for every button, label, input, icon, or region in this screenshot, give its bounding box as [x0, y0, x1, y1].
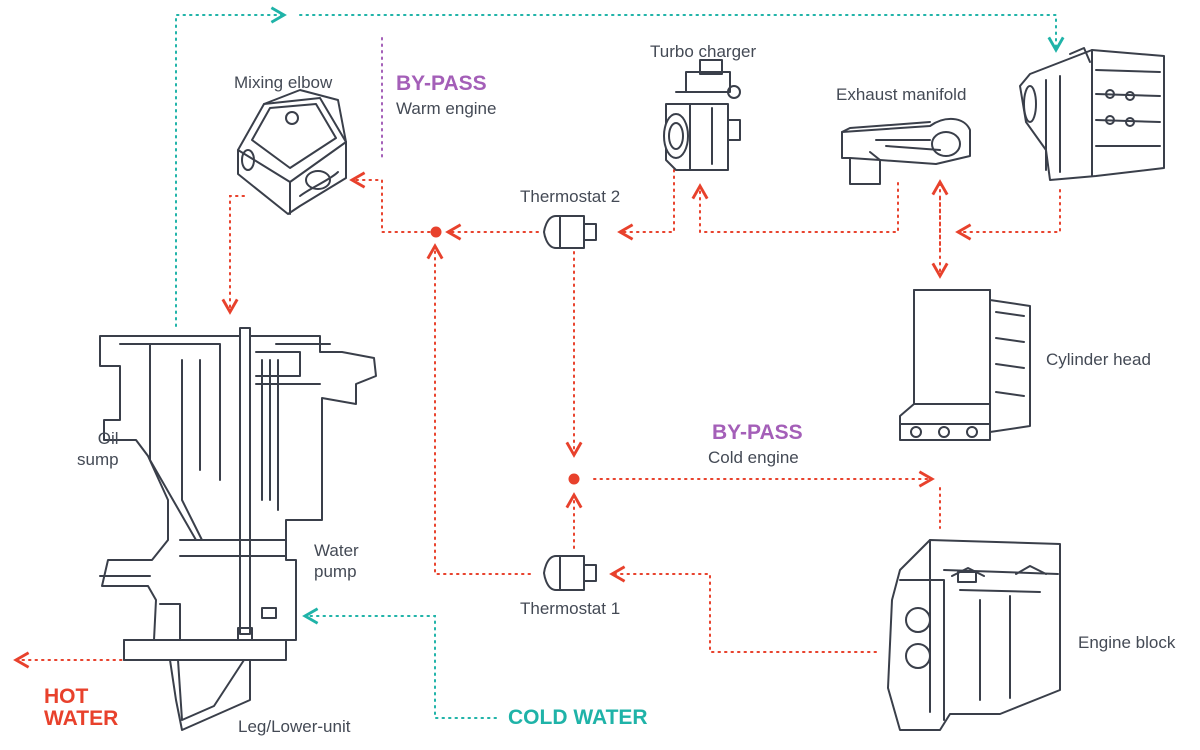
label-water-pump-line2: pump	[314, 562, 357, 581]
label-oil-sump-line1: Oil	[97, 429, 119, 448]
thermostat-1-icon	[543, 555, 597, 591]
label-engine-block: Engine block	[1078, 633, 1176, 652]
label-water-pump-line1: Water	[314, 541, 359, 560]
legend-cold-water: COLD WATER	[508, 706, 648, 729]
legend-hot-line1: HOT	[44, 685, 89, 708]
warm-bypass-junction	[430, 226, 442, 238]
thermostat-2-icon	[543, 215, 597, 249]
engine-block-icon	[887, 539, 1061, 731]
legend-hot-line2: WATER	[44, 707, 119, 730]
bypass-cold-subtitle: Cold engine	[708, 448, 799, 467]
exhaust-manifold-icon	[841, 118, 971, 185]
bypass-cold-title: BY-PASS	[712, 421, 803, 444]
heat-exchanger-icon	[1019, 47, 1165, 181]
outboard-leg-icon	[99, 327, 377, 731]
cold-water-flow	[175, 6, 1065, 719]
label-cylinder-head: Cylinder head	[1046, 350, 1151, 369]
bypass-warm-subtitle: Warm engine	[396, 99, 497, 118]
label-thermostat-1: Thermostat 1	[520, 599, 621, 618]
label-exhaust-manifold: Exhaust manifold	[836, 85, 967, 104]
label-leg-lower-unit: Leg/Lower-unit	[238, 717, 351, 736]
turbo-charger-icon	[663, 59, 741, 171]
label-turbo-charger: Turbo charger	[650, 42, 757, 61]
label-mixing-elbow: Mixing elbow	[234, 73, 333, 92]
cylinder-head-icon	[899, 289, 1031, 441]
bypass-warm-title: BY-PASS	[396, 72, 487, 95]
cold-bypass-junction	[568, 473, 580, 485]
label-thermostat-2: Thermostat 2	[520, 187, 621, 206]
label-oil-sump-line2: sump	[77, 450, 119, 469]
label-water-pump: Water pump	[314, 540, 359, 582]
label-oil-sump: Oil sump	[77, 428, 119, 470]
mixing-elbow-icon	[237, 89, 347, 215]
hot-water-flow	[13, 169, 1061, 669]
legend-hot-water: HOT WATER	[44, 686, 118, 730]
